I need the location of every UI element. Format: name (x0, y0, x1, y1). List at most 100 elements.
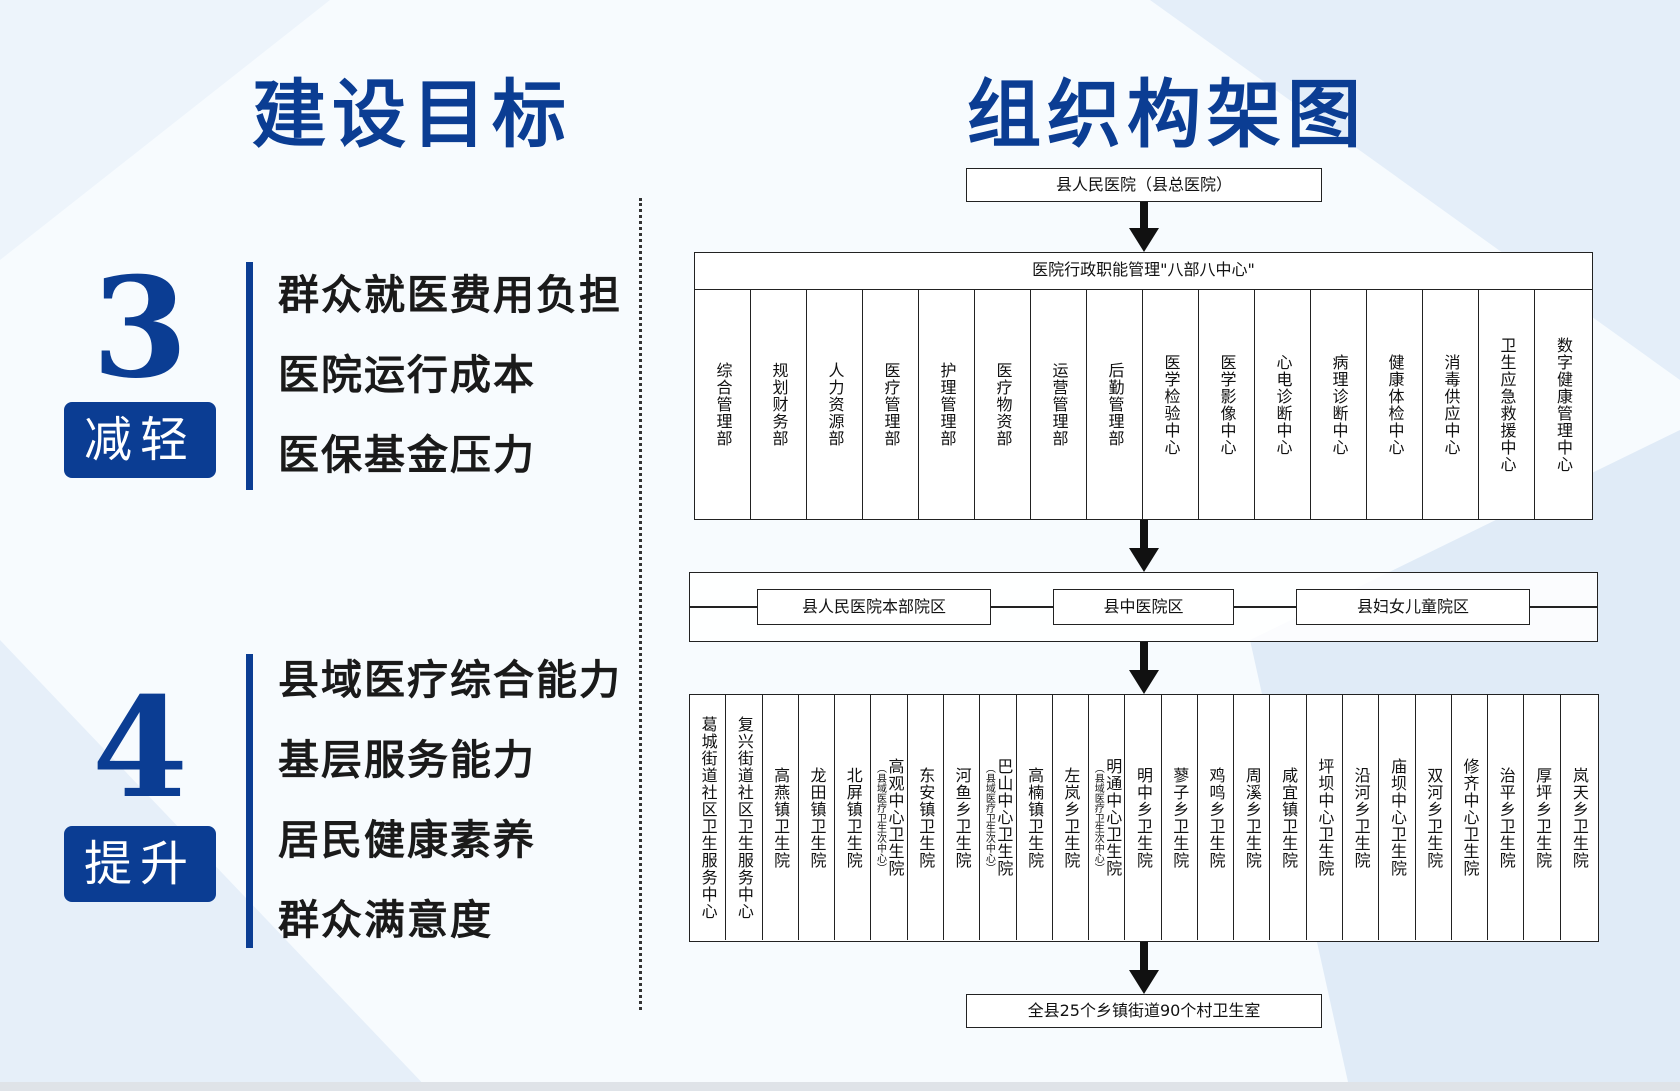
township-center-cell: 厚坪乡卫生院 (1524, 695, 1561, 940)
department-label: 病理诊断中心 (1329, 353, 1349, 456)
department-row: 综合管理部 规划财务部 人力资源部 医疗管理部 护理管理部 医疗物资部 运营管理部 后勤管理部… (695, 290, 1592, 519)
township-center-cell: 修齐中心卫生院 (1452, 695, 1489, 940)
sub-center-note: （县域医疗卫生次中心） (1092, 762, 1104, 873)
township-center-cell: 北屏镇卫生院 (835, 695, 872, 940)
township-center-label: 双河乡卫生院 (1424, 766, 1444, 869)
arrow-down-icon (1129, 520, 1159, 572)
township-center-label: 庙坝中心卫生院 (1387, 758, 1407, 877)
arrow-down-icon (1129, 942, 1159, 994)
admin-header: 医院行政职能管理"八部八中心" (695, 253, 1592, 290)
department-label: 健康体检中心 (1385, 353, 1405, 456)
department-cell: 医学影像中心 (1199, 290, 1255, 519)
township-center-label: 左岚乡卫生院 (1061, 766, 1081, 869)
reduce-item: 医保基金压力 (278, 431, 536, 479)
arrow-down-icon (1129, 202, 1159, 252)
township-center-label: 北屏镇卫生院 (843, 766, 863, 869)
department-label: 医学检验中心 (1161, 353, 1181, 456)
department-label: 医学影像中心 (1217, 353, 1237, 456)
campus-box: 县妇女儿童院区 (1296, 589, 1530, 625)
department-cell: 综合管理部 (695, 290, 751, 519)
township-center-cell: 东安镇卫生院 (908, 695, 944, 940)
township-center-label: 巴山中心卫生院 (994, 758, 1014, 877)
township-center-label: 治平乡卫生院 (1496, 766, 1516, 869)
department-cell: 心电诊断中心 (1255, 290, 1311, 519)
township-center-cell: 咸宜镇卫生院 (1270, 695, 1307, 940)
township-center-label: 高楠镇卫生院 (1025, 766, 1045, 869)
department-label: 医疗管理部 (881, 362, 901, 447)
township-center-label: 葛城街道社区卫生服务中心 (698, 715, 718, 920)
township-center-cell: 高燕镇卫生院 (763, 695, 799, 940)
department-label: 数字健康管理中心 (1554, 336, 1573, 473)
department-label: 卫生应急救援中心 (1497, 336, 1517, 473)
reduce-item: 群众就医费用负担 (278, 271, 622, 319)
township-center-cell: 明中乡卫生院 (1125, 695, 1162, 940)
township-center-label: 蓼子乡卫生院 (1170, 766, 1190, 869)
arrow-down-icon (1129, 642, 1159, 694)
township-center-cell: 巴山中心卫生院（县域医疗卫生次中心） (980, 695, 1017, 940)
department-label: 综合管理部 (713, 362, 733, 447)
department-cell: 护理管理部 (919, 290, 975, 519)
improve-item: 居民健康素养 (278, 816, 536, 864)
township-center-cell: 双河乡卫生院 (1416, 695, 1452, 940)
reduce-number: 3 (91, 246, 189, 409)
township-center-cell: 岚天乡卫生院 (1561, 695, 1597, 940)
department-cell: 病理诊断中心 (1311, 290, 1367, 519)
township-center-label: 咸宜镇卫生院 (1279, 766, 1299, 869)
department-cell: 医疗管理部 (863, 290, 919, 519)
township-center-cell: 鸡鸣乡卫生院 (1198, 695, 1235, 940)
bottom-box: 全县25个乡镇街道90个村卫生室 (966, 994, 1322, 1028)
improve-badge: 提升 (64, 826, 216, 902)
campus-box: 县中医院区 (1053, 589, 1234, 625)
township-center-label: 东安镇卫生院 (916, 766, 936, 869)
township-center-label: 河鱼乡卫生院 (952, 766, 972, 869)
department-label: 医疗物资部 (993, 362, 1013, 447)
township-center-cell: 高楠镇卫生院 (1017, 695, 1053, 940)
department-label: 人力资源部 (825, 362, 845, 447)
township-center-cell: 龙田镇卫生院 (799, 695, 836, 940)
township-center-cell: 高观中心卫生院（县域医疗卫生次中心） (871, 695, 908, 940)
sub-center-note: （县域医疗卫生次中心） (874, 762, 886, 873)
township-center-label: 修齐中心卫生院 (1460, 758, 1480, 877)
department-cell: 医疗物资部 (975, 290, 1031, 519)
township-center-cell: 葛城街道社区卫生服务中心 (690, 695, 727, 940)
department-cell: 医学检验中心 (1143, 290, 1199, 519)
township-center-row: 葛城街道社区卫生服务中心复兴街道社区卫生服务中心高燕镇卫生院龙田镇卫生院北屏镇卫… (689, 694, 1599, 942)
township-center-cell: 坪坝中心卫生院 (1307, 695, 1344, 940)
department-label: 运营管理部 (1049, 362, 1069, 447)
improve-item: 基层服务能力 (278, 736, 536, 784)
township-center-cell: 左岚乡卫生院 (1053, 695, 1090, 940)
reduce-badge: 减轻 (64, 402, 216, 478)
township-center-cell: 明通中心卫生院（县域医疗卫生次中心） (1089, 695, 1126, 940)
township-center-cell: 河鱼乡卫生院 (944, 695, 981, 940)
reduce-item: 医院运行成本 (278, 351, 536, 399)
department-label: 护理管理部 (937, 362, 957, 447)
improve-number: 4 (91, 666, 189, 829)
department-cell: 规划财务部 (751, 290, 807, 519)
reduce-divider (246, 262, 253, 490)
township-center-label: 明通中心卫生院 (1103, 758, 1123, 877)
township-center-label: 厚坪乡卫生院 (1533, 766, 1553, 869)
township-center-label: 坪坝中心卫生院 (1315, 758, 1335, 877)
department-cell: 数字健康管理中心 (1535, 290, 1591, 519)
township-center-label: 周溪乡卫生院 (1242, 766, 1262, 869)
department-cell: 后勤管理部 (1087, 290, 1143, 519)
township-center-label: 沿河乡卫生院 (1351, 766, 1371, 869)
township-center-cell: 周溪乡卫生院 (1234, 695, 1271, 940)
improve-item: 县域医疗综合能力 (278, 656, 622, 704)
top-box: 县人民医院（县总医院） (966, 168, 1322, 202)
township-center-cell: 复兴街道社区卫生服务中心 (726, 695, 763, 940)
department-label: 消毒供应中心 (1441, 353, 1461, 456)
department-cell: 运营管理部 (1031, 290, 1087, 519)
township-center-label: 复兴街道社区卫生服务中心 (734, 715, 754, 920)
township-center-cell: 庙坝中心卫生院 (1379, 695, 1416, 940)
township-center-label: 高观中心卫生院 (885, 758, 905, 877)
department-label: 规划财务部 (769, 362, 789, 447)
township-center-cell: 沿河乡卫生院 (1343, 695, 1380, 940)
sub-center-note: （县域医疗卫生次中心） (983, 762, 995, 873)
goals-title: 建设目标 (252, 72, 572, 158)
department-label: 心电诊断中心 (1273, 353, 1293, 456)
improve-item: 群众满意度 (278, 896, 493, 944)
department-label: 后勤管理部 (1105, 362, 1125, 447)
admin-box: 医院行政职能管理"八部八中心" 综合管理部 规划财务部 人力资源部 医疗管理部 护理管理… (694, 252, 1593, 520)
township-center-label: 鸡鸣乡卫生院 (1206, 766, 1226, 869)
